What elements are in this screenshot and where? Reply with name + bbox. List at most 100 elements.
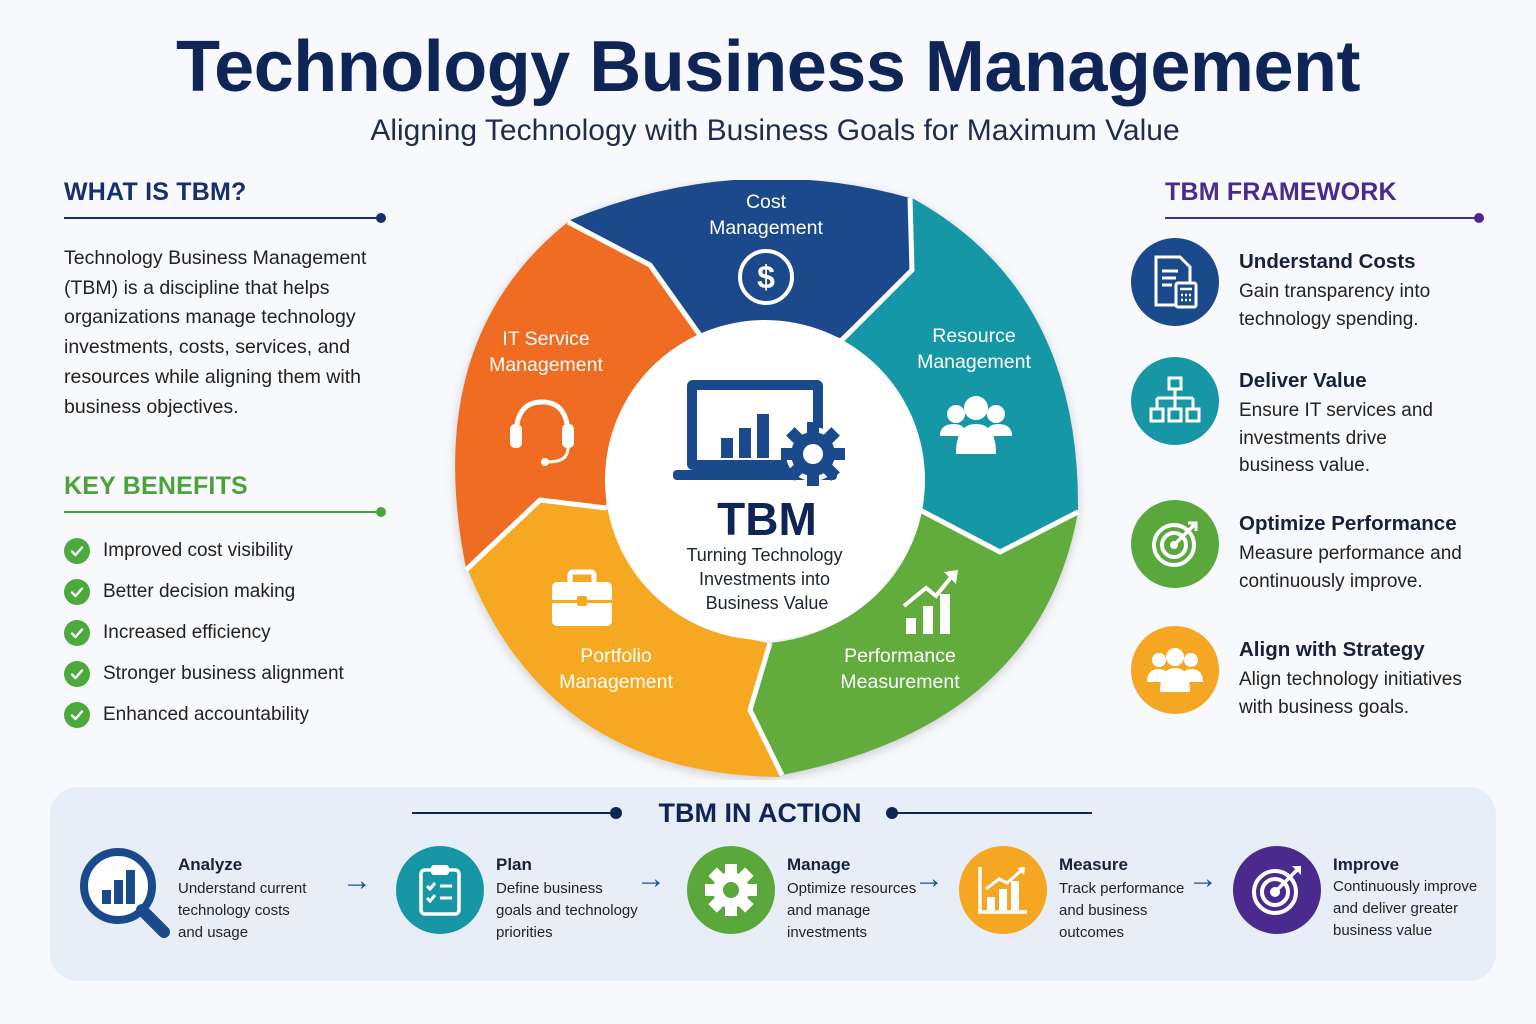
arrow-right-icon: → — [342, 864, 372, 897]
step-title: Improve — [1333, 855, 1400, 874]
bar-chart-icon — [959, 846, 1047, 934]
framework-desc-line: investments drive — [1239, 427, 1387, 449]
growth-chart-icon — [902, 570, 958, 634]
headset-icon — [510, 399, 574, 466]
dollar-icon: $ — [738, 249, 794, 305]
center-title: TBM — [717, 493, 817, 545]
what-is-line: resources while aligning them with — [64, 365, 361, 388]
benefit-item: Stronger business alignment — [64, 660, 344, 688]
what-is-line: Technology Business Management — [64, 247, 367, 269]
step-desc-line: technology costs — [178, 902, 290, 919]
step-desc-line: Optimize resources — [787, 880, 917, 897]
what-is-line: business objectives. — [64, 395, 239, 418]
framework-desc-line: Gain transparency into — [1239, 281, 1431, 302]
step-desc-line: Understand current — [178, 880, 307, 897]
what-is-line: (TBM) is a discipline that helps — [64, 276, 330, 299]
step-desc-line: Continuously improve — [1333, 878, 1478, 895]
cost-report-icon — [1131, 238, 1219, 326]
step-title: Plan — [496, 855, 532, 874]
check-icon — [64, 702, 90, 728]
action-heading: TBM IN ACTION — [658, 798, 862, 828]
action-rule-dot — [610, 807, 622, 819]
step-desc-line: investments — [787, 924, 868, 941]
step-desc: Track performance and business outcomes — [1059, 878, 1259, 944]
framework-desc-line: with business goals. — [1239, 696, 1410, 718]
what-is-line: investments, costs, services, and — [64, 336, 351, 359]
framework-item-title: Deliver Value — [1239, 369, 1367, 392]
framework-desc-line: technology spending. — [1239, 308, 1419, 330]
step-desc: Understand current technology costs and … — [178, 878, 378, 944]
framework-rule — [1165, 213, 1484, 223]
benefit-item: Improved cost visibility — [64, 537, 293, 565]
wheel-segment-it-service — [455, 222, 702, 568]
step-desc-line: goals and technology — [496, 902, 638, 919]
what-is-rule — [64, 213, 386, 223]
wheel-segment-cost — [570, 180, 912, 338]
framework-item-title: Align with Strategy — [1239, 638, 1425, 661]
benefit-label: Improved cost visibility — [103, 540, 294, 561]
magnifier-chart-icon — [78, 846, 170, 943]
gear-icon — [687, 846, 775, 934]
page-title: Technology Business Management — [176, 27, 1360, 107]
wheel-segment-resource — [842, 198, 1079, 552]
bullseye-icon — [1233, 846, 1321, 934]
briefcase-icon — [552, 569, 612, 626]
framework-item-title: Understand Costs — [1239, 250, 1416, 273]
step-desc-line: Track performance — [1059, 880, 1185, 897]
target-icon — [1131, 500, 1219, 588]
step-desc: Define business goals and technology pri… — [496, 878, 696, 944]
benefit-label: Stronger business alignment — [103, 663, 344, 684]
framework-heading: TBM FRAMEWORK — [1165, 178, 1397, 206]
check-icon — [64, 661, 90, 687]
step-desc-line: and business — [1059, 902, 1148, 919]
page-subtitle: Aligning Technology with Business Goals … — [370, 114, 1180, 147]
hierarchy-icon — [1131, 357, 1219, 445]
step-title: Manage — [787, 855, 851, 874]
benefits-heading: KEY BENEFITS — [64, 472, 248, 500]
check-icon — [64, 579, 90, 605]
action-rule-left — [412, 812, 612, 814]
check-icon — [64, 620, 90, 646]
arrow-right-icon: → — [1188, 862, 1218, 895]
step-desc: Optimize resources and manage investment… — [787, 878, 987, 944]
action-rule-dot — [886, 807, 898, 819]
laptop-gear-icon — [673, 380, 845, 486]
framework-item-title: Optimize Performance — [1239, 512, 1457, 535]
wheel-dividers — [464, 197, 1080, 777]
what-is-heading: WHAT IS TBM? — [64, 178, 247, 206]
step-desc-line: business value — [1333, 922, 1433, 939]
benefit-item: Increased efficiency — [64, 619, 271, 647]
framework-desc-line: Align technology initiatives — [1239, 669, 1462, 690]
step-desc: Continuously improve and deliver greater… — [1333, 876, 1533, 942]
step-desc-line: and usage — [178, 924, 249, 941]
step-desc-line: Define business — [496, 880, 603, 897]
center-caption: Turning Technology Investments into Busi… — [686, 545, 847, 613]
step-desc-line: and manage — [787, 902, 871, 919]
framework-item-desc: Gain transparency into technology spendi… — [1239, 278, 1509, 333]
framework-item-desc: Align technology initiatives with busine… — [1239, 666, 1509, 721]
benefit-label: Increased efficiency — [103, 622, 271, 643]
step-desc-line: and deliver greater — [1333, 900, 1459, 917]
check-icon — [64, 538, 90, 564]
framework-desc-line: Ensure IT services and — [1239, 400, 1433, 421]
step-desc-line: priorities — [496, 924, 553, 941]
step-desc-line: outcomes — [1059, 924, 1125, 941]
step-title: Analyze — [178, 855, 243, 874]
arrow-right-icon: → — [914, 862, 944, 895]
framework-desc-line: continuously improve. — [1239, 570, 1423, 592]
framework-item-desc: Ensure IT services and investments drive… — [1239, 397, 1509, 480]
benefit-item: Enhanced accountability — [64, 701, 309, 729]
clipboard-icon — [396, 846, 484, 934]
action-rule-right — [896, 812, 1092, 814]
wheel-segment-performance — [750, 510, 1078, 775]
people-icon — [940, 396, 1012, 454]
framework-item-desc: Measure performance and continuously imp… — [1239, 540, 1509, 595]
benefit-label: Better decision making — [103, 581, 296, 602]
what-is-text: Technology Business Management (TBM) is … — [64, 244, 394, 422]
benefit-label: Enhanced accountability — [103, 704, 309, 725]
